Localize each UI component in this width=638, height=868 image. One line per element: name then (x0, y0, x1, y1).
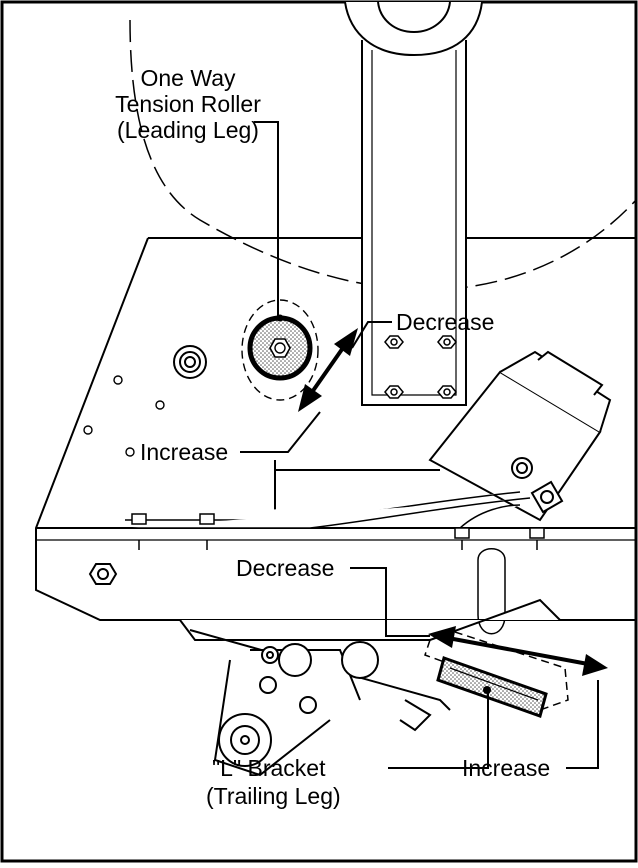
plate-holes (83, 375, 165, 457)
bracket-label-line2: (Trailing Leg) (206, 783, 341, 809)
labels: One Way Tension Roller (Leading Leg) Dec… (115, 65, 550, 809)
lower-bracket-assembly (179, 598, 561, 777)
rail-bolts (131, 513, 545, 550)
bolt-icon (384, 335, 404, 349)
bolt-icon (437, 335, 457, 349)
leader-lines (240, 121, 599, 769)
support-arm (344, 1, 483, 406)
lower-adjust-arrow (428, 626, 608, 676)
lower-increase-label: Increase (462, 755, 550, 781)
l-bracket (436, 656, 548, 718)
arm-bolts (384, 335, 457, 399)
bracket-label-line1: "L" Bracket (212, 755, 326, 781)
tension-roller-label-line3: (Leading Leg) (117, 117, 259, 143)
bolt-icon (384, 385, 404, 399)
leaf-spring (125, 491, 531, 529)
lower-decrease-label: Decrease (236, 555, 334, 581)
tape-roll-outline (129, 19, 637, 291)
rail-nut-icon (88, 563, 118, 585)
plate-stud (173, 345, 207, 379)
upper-decrease-label: Decrease (396, 309, 494, 335)
cylinder-assembly (274, 350, 612, 528)
tension-roller-label-line1: One Way (140, 65, 236, 91)
tension-roller-label-line2: Tension Roller (115, 91, 261, 117)
upper-increase-label: Increase (140, 439, 228, 465)
bolt-icon (437, 385, 457, 399)
tension-roller (241, 299, 319, 401)
upper-adjust-arrow (298, 328, 358, 412)
